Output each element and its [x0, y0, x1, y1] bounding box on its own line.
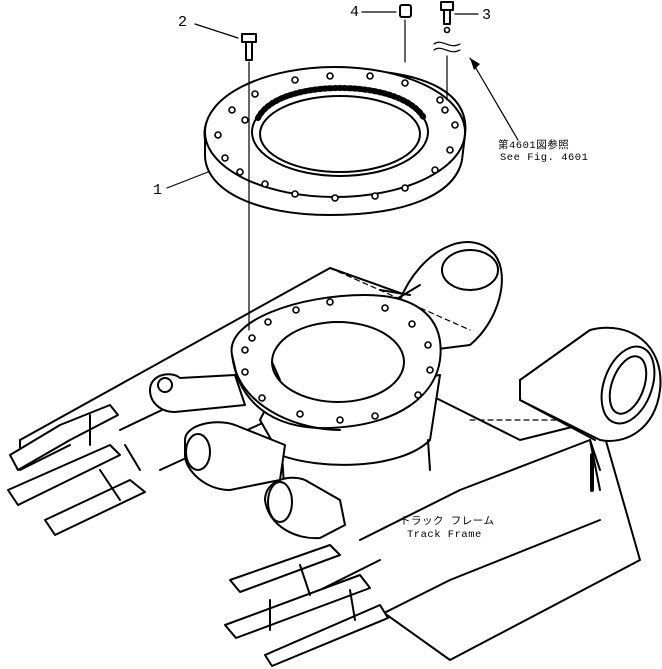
frame-en-label: Track Frame [407, 529, 482, 541]
bolt-part-2 [241, 33, 257, 71]
pin-part-4 [399, 4, 412, 63]
bolt-part-3 [433, 1, 461, 101]
flange-bolt-holes [241, 298, 434, 424]
callout-4-label: 4 [350, 4, 359, 21]
callout-leaders [166, 11, 519, 189]
bearing-bolt-holes [214, 72, 459, 202]
frame-jp-label: トラック フレーム [400, 515, 495, 528]
track-frame-drawing [7, 241, 662, 667]
callout-2-label: 2 [178, 14, 187, 31]
callout-3-label: 3 [482, 7, 491, 24]
reference-jp-label: 第4601図参照 [498, 138, 569, 152]
swing-circle-bearing [203, 66, 467, 216]
callout-1-label: 1 [153, 182, 162, 199]
reference-en-label: See Fig. 4601 [500, 152, 588, 164]
